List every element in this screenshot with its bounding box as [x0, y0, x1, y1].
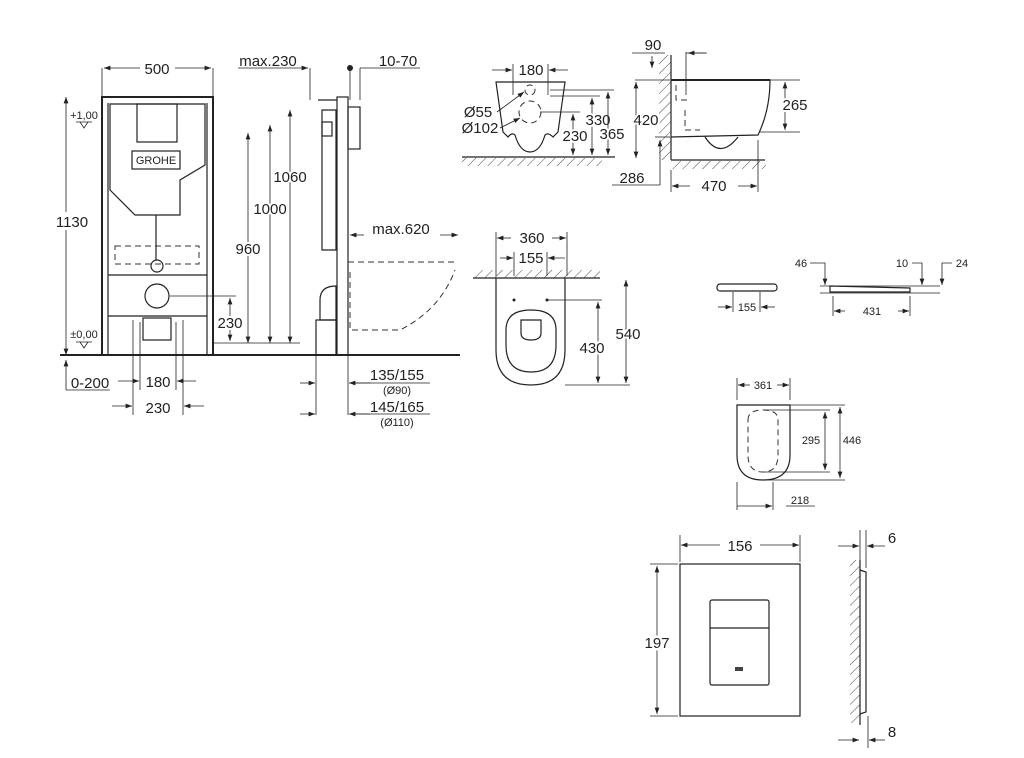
dim-361: 361: [754, 380, 772, 392]
dim-155: 155: [518, 250, 543, 267]
dim-330: 330: [585, 112, 610, 129]
bowl-top-view: 360 155 430 540: [473, 230, 643, 386]
logo-plate: [131, 150, 181, 170]
flush-plate: 156 197 6 8: [642, 530, 896, 748]
dim-446: 446: [843, 435, 861, 447]
flush-button: [709, 599, 770, 686]
dim-floor-range: 0-200: [71, 375, 109, 392]
frame-side-view: max.230 10-70 max.620 135/155 (Ø90) 145/…: [238, 53, 458, 429]
dim-360: 360: [519, 230, 544, 247]
wall-hatch: [659, 55, 671, 160]
dim-max-230: max.230: [239, 53, 297, 70]
dim-180: 180: [145, 374, 170, 391]
dim-1060: 1060: [273, 169, 306, 186]
wall-spacer: [347, 106, 361, 150]
dim-height-1130: 1130: [56, 214, 88, 231]
dim-155: 155: [738, 302, 756, 314]
dim-295: 295: [802, 435, 820, 447]
dim-230-width: 230: [145, 400, 170, 417]
dim-265: 265: [782, 97, 807, 114]
dim-width-156: 156: [727, 538, 752, 555]
seat-views: 155 46 10 24 431 361 295 446 218: [716, 258, 968, 510]
dim-960: 960: [235, 241, 260, 258]
dim-depth-8: 8: [888, 724, 896, 741]
dim-10-70: 10-70: [379, 53, 417, 70]
dim-470: 470: [701, 178, 726, 195]
grohe-logo: GROHE: [136, 155, 176, 167]
level-top-label: +1,00: [70, 110, 98, 122]
dim-diameter-55: Ø55: [464, 104, 492, 121]
dim-420: 420: [633, 112, 658, 129]
pipe-90-diameter: (Ø90): [383, 385, 411, 397]
dim-pipe-90: 135/155: [370, 367, 424, 384]
dim-90: 90: [645, 37, 662, 54]
dim-max-620: max.620: [372, 221, 430, 238]
dim-width-500: 500: [144, 61, 169, 78]
dim-430: 430: [579, 340, 604, 357]
plate-front: [679, 563, 801, 717]
dim-height-197: 197: [644, 635, 669, 652]
dim-431: 431: [863, 306, 881, 318]
pipe-110-diameter: (Ø110): [380, 417, 413, 429]
dim-24: 24: [956, 258, 968, 270]
dim-pipe-110: 145/165: [370, 399, 424, 416]
dim-365: 365: [599, 126, 624, 143]
dim-540: 540: [615, 326, 640, 343]
dim-286: 286: [619, 170, 644, 187]
dim-46: 46: [795, 258, 807, 270]
dim-218: 218: [791, 495, 809, 507]
dim-diameter-102: Ø102: [462, 120, 499, 137]
dim-depth-6: 6: [888, 530, 896, 547]
dim-1000: 1000: [253, 201, 286, 218]
level-zero-label: ±0,00: [70, 329, 97, 341]
bowl-rear-view: 180 Ø55 Ø102 330 230 365: [462, 62, 627, 166]
drain-connection: [144, 283, 170, 309]
dim-10: 10: [896, 258, 908, 270]
bowl-side-view: 90 420 265 286 470: [612, 37, 810, 195]
flush-opening: [136, 103, 178, 143]
dim-230: 230: [562, 128, 587, 145]
dim-180: 180: [518, 62, 543, 79]
dim-230: 230: [217, 315, 242, 332]
frame-front-view: GROHE 500 1130 +1,00 ±0,00 1060 1000 960…: [52, 61, 460, 417]
cistern: [109, 103, 206, 216]
floor-hatch: [462, 158, 602, 166]
